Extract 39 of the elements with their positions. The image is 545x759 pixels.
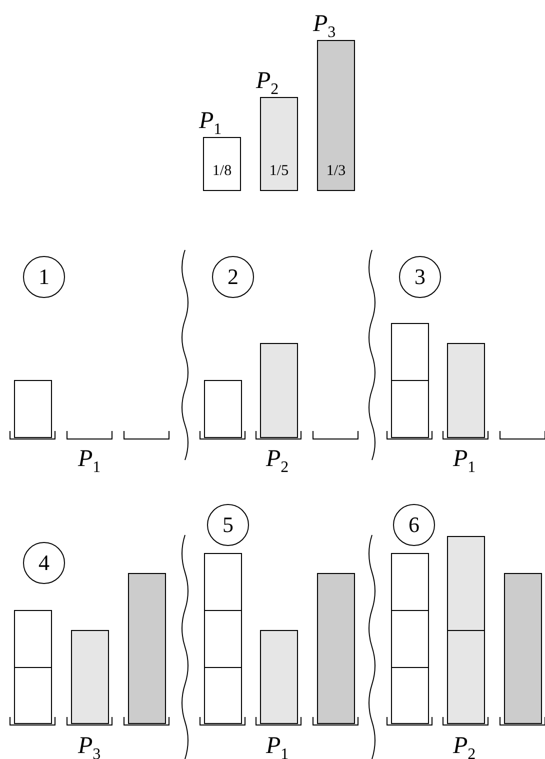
bar	[204, 610, 242, 668]
bar	[14, 610, 52, 668]
step-number-circle: 1	[23, 256, 65, 298]
processor-label: P$_{3}$	[78, 734, 101, 759]
step-number-circle: 6	[393, 504, 435, 546]
processor-label: P$_{1}$	[266, 734, 289, 759]
bar-label: P$_{3}$	[313, 12, 336, 41]
bar	[204, 667, 242, 724]
processor-label: P$_{1}$	[453, 447, 476, 476]
fraction-label: 1/5	[268, 163, 290, 180]
fraction-label: 1/3	[325, 163, 347, 180]
bar	[14, 667, 52, 724]
bar	[128, 573, 166, 724]
bar	[204, 553, 242, 611]
bar	[204, 380, 242, 438]
step-number-circle: 3	[399, 256, 441, 298]
bar	[391, 610, 429, 668]
step-number-circle: 4	[23, 542, 65, 584]
bar	[260, 630, 298, 724]
bar	[504, 573, 542, 724]
bar	[391, 553, 429, 611]
bar-label: P$_{2}$	[256, 69, 279, 98]
bar	[447, 630, 485, 724]
bar	[317, 573, 355, 724]
bar	[71, 630, 109, 724]
bar	[391, 380, 429, 438]
bar	[447, 536, 485, 631]
processor-label: P$_{2}$	[266, 447, 289, 476]
bar	[14, 380, 52, 438]
processor-label: P$_{1}$	[78, 447, 101, 476]
bar	[391, 667, 429, 724]
step-number-circle: 2	[212, 256, 254, 298]
step-number-circle: 5	[207, 504, 249, 546]
processor-label: P$_{2}$	[453, 734, 476, 759]
bar	[391, 323, 429, 381]
fraction-label: 1/8	[211, 163, 233, 180]
bar-label: P$_{1}$	[199, 109, 222, 138]
bar	[260, 343, 298, 438]
bar	[447, 343, 485, 438]
